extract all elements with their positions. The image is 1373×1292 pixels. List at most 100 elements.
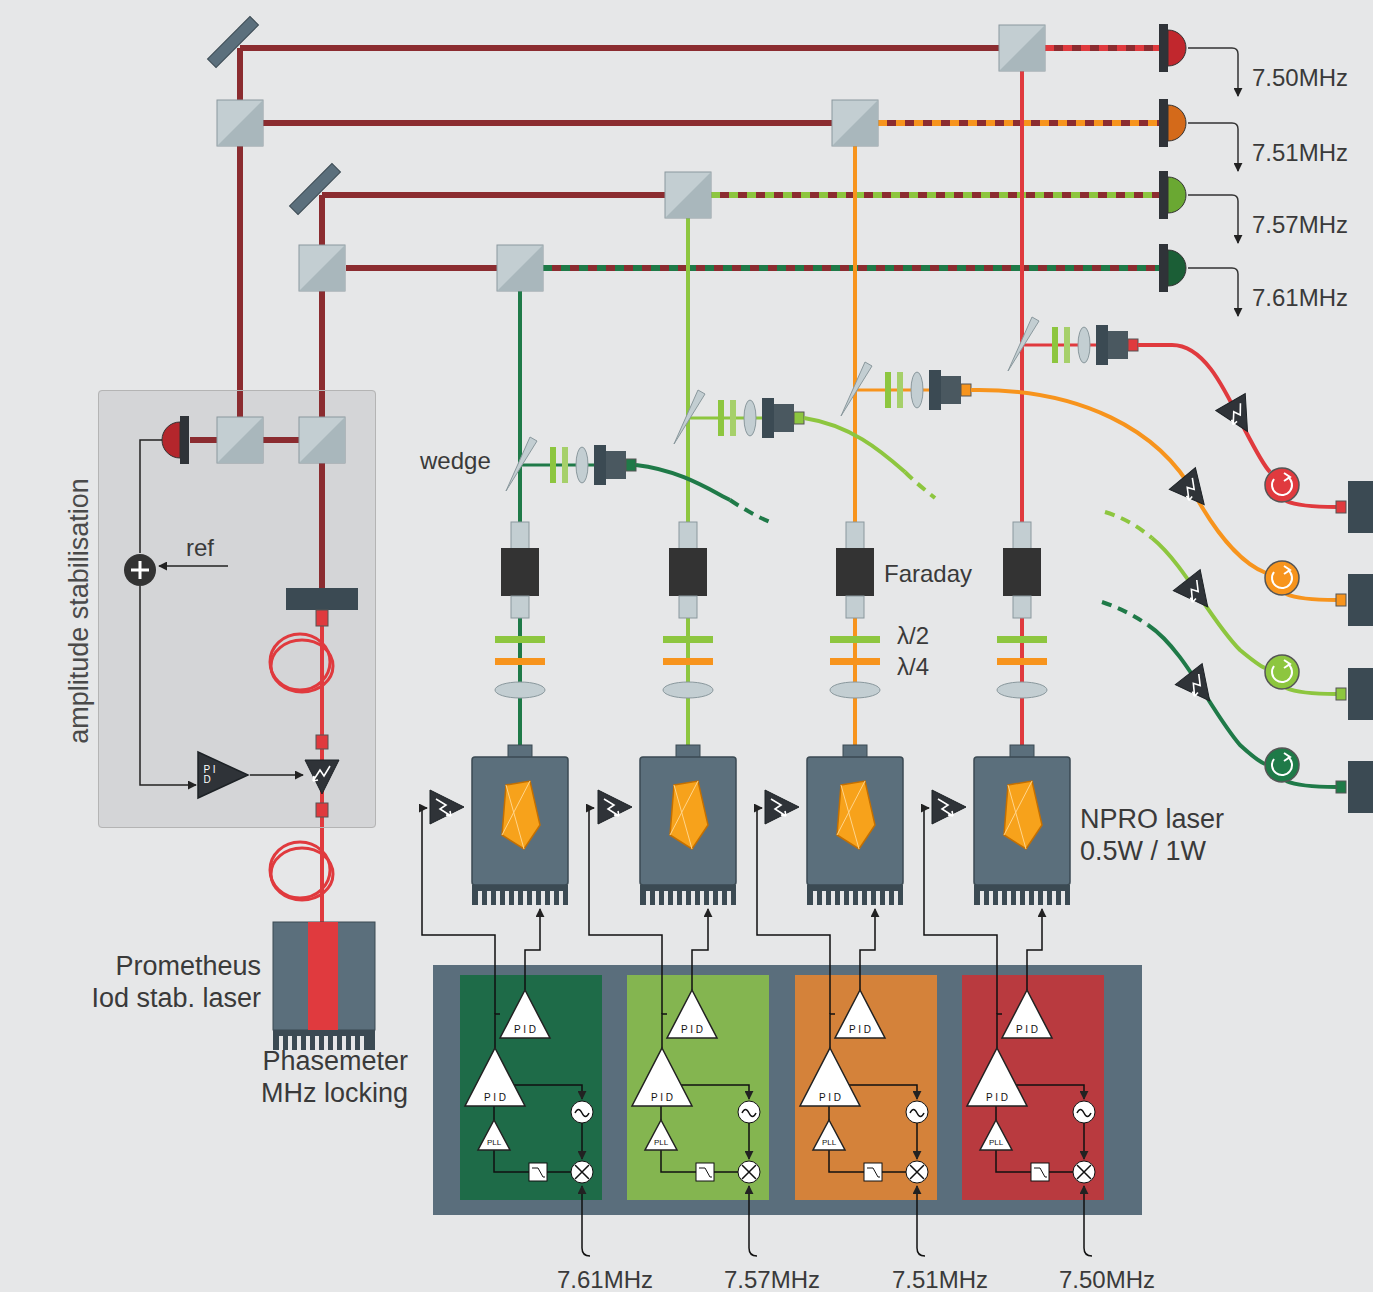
- pll-block: PLL: [980, 1120, 1012, 1150]
- filter-mark: [532, 1168, 545, 1177]
- label-holder: P I D: [198, 752, 248, 798]
- fiber-coil: [271, 640, 333, 692]
- waveplate: [562, 447, 568, 483]
- fiber-circulator: [1265, 468, 1299, 502]
- amplifier-symbol: [430, 790, 464, 824]
- triangle-outline: [478, 1120, 510, 1150]
- signal-connector: [493, 1106, 495, 1120]
- fiber-collimator: [929, 370, 941, 410]
- amplifier-symbol: [598, 790, 632, 824]
- amplifier-symbol: [305, 760, 339, 794]
- sine-mark: [910, 1110, 924, 1117]
- frequency-label: 7.57MHz: [1252, 213, 1348, 237]
- block-letters: P I D: [849, 1025, 871, 1035]
- signal-wire: [916, 1123, 918, 1159]
- laser-beam: [1045, 45, 1160, 51]
- crystal-facet: [837, 781, 865, 849]
- stabilisation-box: amplitude stabilisationP I D: [98, 390, 376, 828]
- fiber-collimator: [1108, 331, 1128, 359]
- block-letters: P I D: [681, 1025, 703, 1035]
- component-label: ref: [186, 536, 214, 560]
- label-holder: P I D: [1002, 990, 1052, 1038]
- triangle-outline: [198, 752, 248, 798]
- faraday-port: [679, 596, 697, 618]
- fiber-connector: [626, 459, 636, 471]
- pll-block: PLL: [813, 1120, 845, 1150]
- filter-mark: [699, 1168, 712, 1177]
- filter-mark: [867, 1168, 880, 1177]
- signal-lead: [1188, 48, 1238, 96]
- fiber-connector: [1336, 688, 1346, 700]
- heat-sink-fin: [532, 891, 536, 905]
- lens: [830, 682, 880, 698]
- frequency-label: 7.50MHz: [1252, 66, 1348, 90]
- amplifier-symbol: [932, 790, 966, 824]
- label-holder: PLL: [645, 1120, 677, 1150]
- fiber: [1148, 625, 1265, 764]
- heat-sink-fin: [655, 891, 659, 905]
- frequency-label: 7.51MHz: [892, 1268, 988, 1292]
- amplifier-symbol: [765, 790, 799, 824]
- lightning-mark: [1185, 674, 1208, 696]
- amplifier-symbol: [598, 790, 632, 824]
- signal-wire: [494, 1150, 529, 1172]
- pid-controller: P I D: [1002, 990, 1052, 1038]
- oscillator: [1073, 1101, 1095, 1123]
- fiber: [1102, 602, 1148, 625]
- signal-wire: [140, 440, 162, 553]
- quarter-wave-plate: [663, 658, 713, 665]
- lens: [997, 682, 1047, 698]
- faraday-isolator: [669, 548, 707, 596]
- heat-sink-fin: [646, 891, 650, 905]
- lens: [663, 682, 713, 698]
- fiber: [1286, 688, 1336, 694]
- heat-sink-fin: [664, 891, 668, 905]
- amplifier-symbol: [1175, 664, 1223, 712]
- faraday-port: [679, 522, 697, 550]
- sine-mark: [575, 1110, 589, 1117]
- mixer-cross: [742, 1165, 756, 1179]
- block-letters: PLL: [654, 1139, 668, 1147]
- wedge: [1008, 317, 1039, 371]
- laser-beam: [543, 265, 1160, 271]
- optics: [98, 17, 1373, 1256]
- heat-sink-fin: [1007, 891, 1011, 905]
- half-wave-plate: [718, 400, 724, 436]
- heat-sink-fin: [1052, 891, 1056, 905]
- component-label: amplitude stabilisation: [63, 478, 95, 744]
- signal-connector: [660, 1106, 662, 1120]
- signal-wire: [829, 1150, 864, 1172]
- laser-beam: [240, 120, 832, 126]
- phasemeter-channel: [962, 975, 1104, 1200]
- laser-beam: [543, 265, 1160, 271]
- label-holder: P I D: [465, 1048, 525, 1106]
- half-wave-plate: [830, 636, 880, 643]
- heat-sink-fin: [813, 891, 817, 905]
- fiber-collimator: [286, 588, 358, 610]
- fiber-collimator: [1348, 481, 1373, 533]
- signal-wire: [917, 1186, 925, 1256]
- heat-sink-fin: [858, 891, 862, 905]
- signal-lead: [1188, 123, 1238, 171]
- faraday-port: [511, 596, 529, 618]
- lightning-mark: [771, 799, 786, 816]
- pid-controller: P I D: [465, 1048, 525, 1106]
- lightning-mark: [938, 799, 953, 816]
- heat-sink-fin: [876, 891, 880, 905]
- laser-crystal: [670, 781, 708, 849]
- photodiode: [1168, 177, 1186, 213]
- filter-mark: [1034, 1168, 1047, 1177]
- heat-sink-fin: [1034, 891, 1038, 905]
- heat-sink-fin: [550, 891, 554, 905]
- amplifier-symbol: [1175, 664, 1223, 712]
- fiber-collimator: [1348, 761, 1373, 813]
- fiber-connector: [316, 803, 328, 817]
- laser-beam: [878, 120, 1160, 126]
- lens: [495, 682, 545, 698]
- fiber: [1138, 345, 1270, 472]
- waveplate: [897, 372, 903, 408]
- pll-block: PLL: [478, 1120, 510, 1150]
- signal-connector: [830, 1014, 835, 1048]
- beam-splitter-face: [999, 25, 1045, 71]
- amplifier-symbol: [1173, 570, 1221, 618]
